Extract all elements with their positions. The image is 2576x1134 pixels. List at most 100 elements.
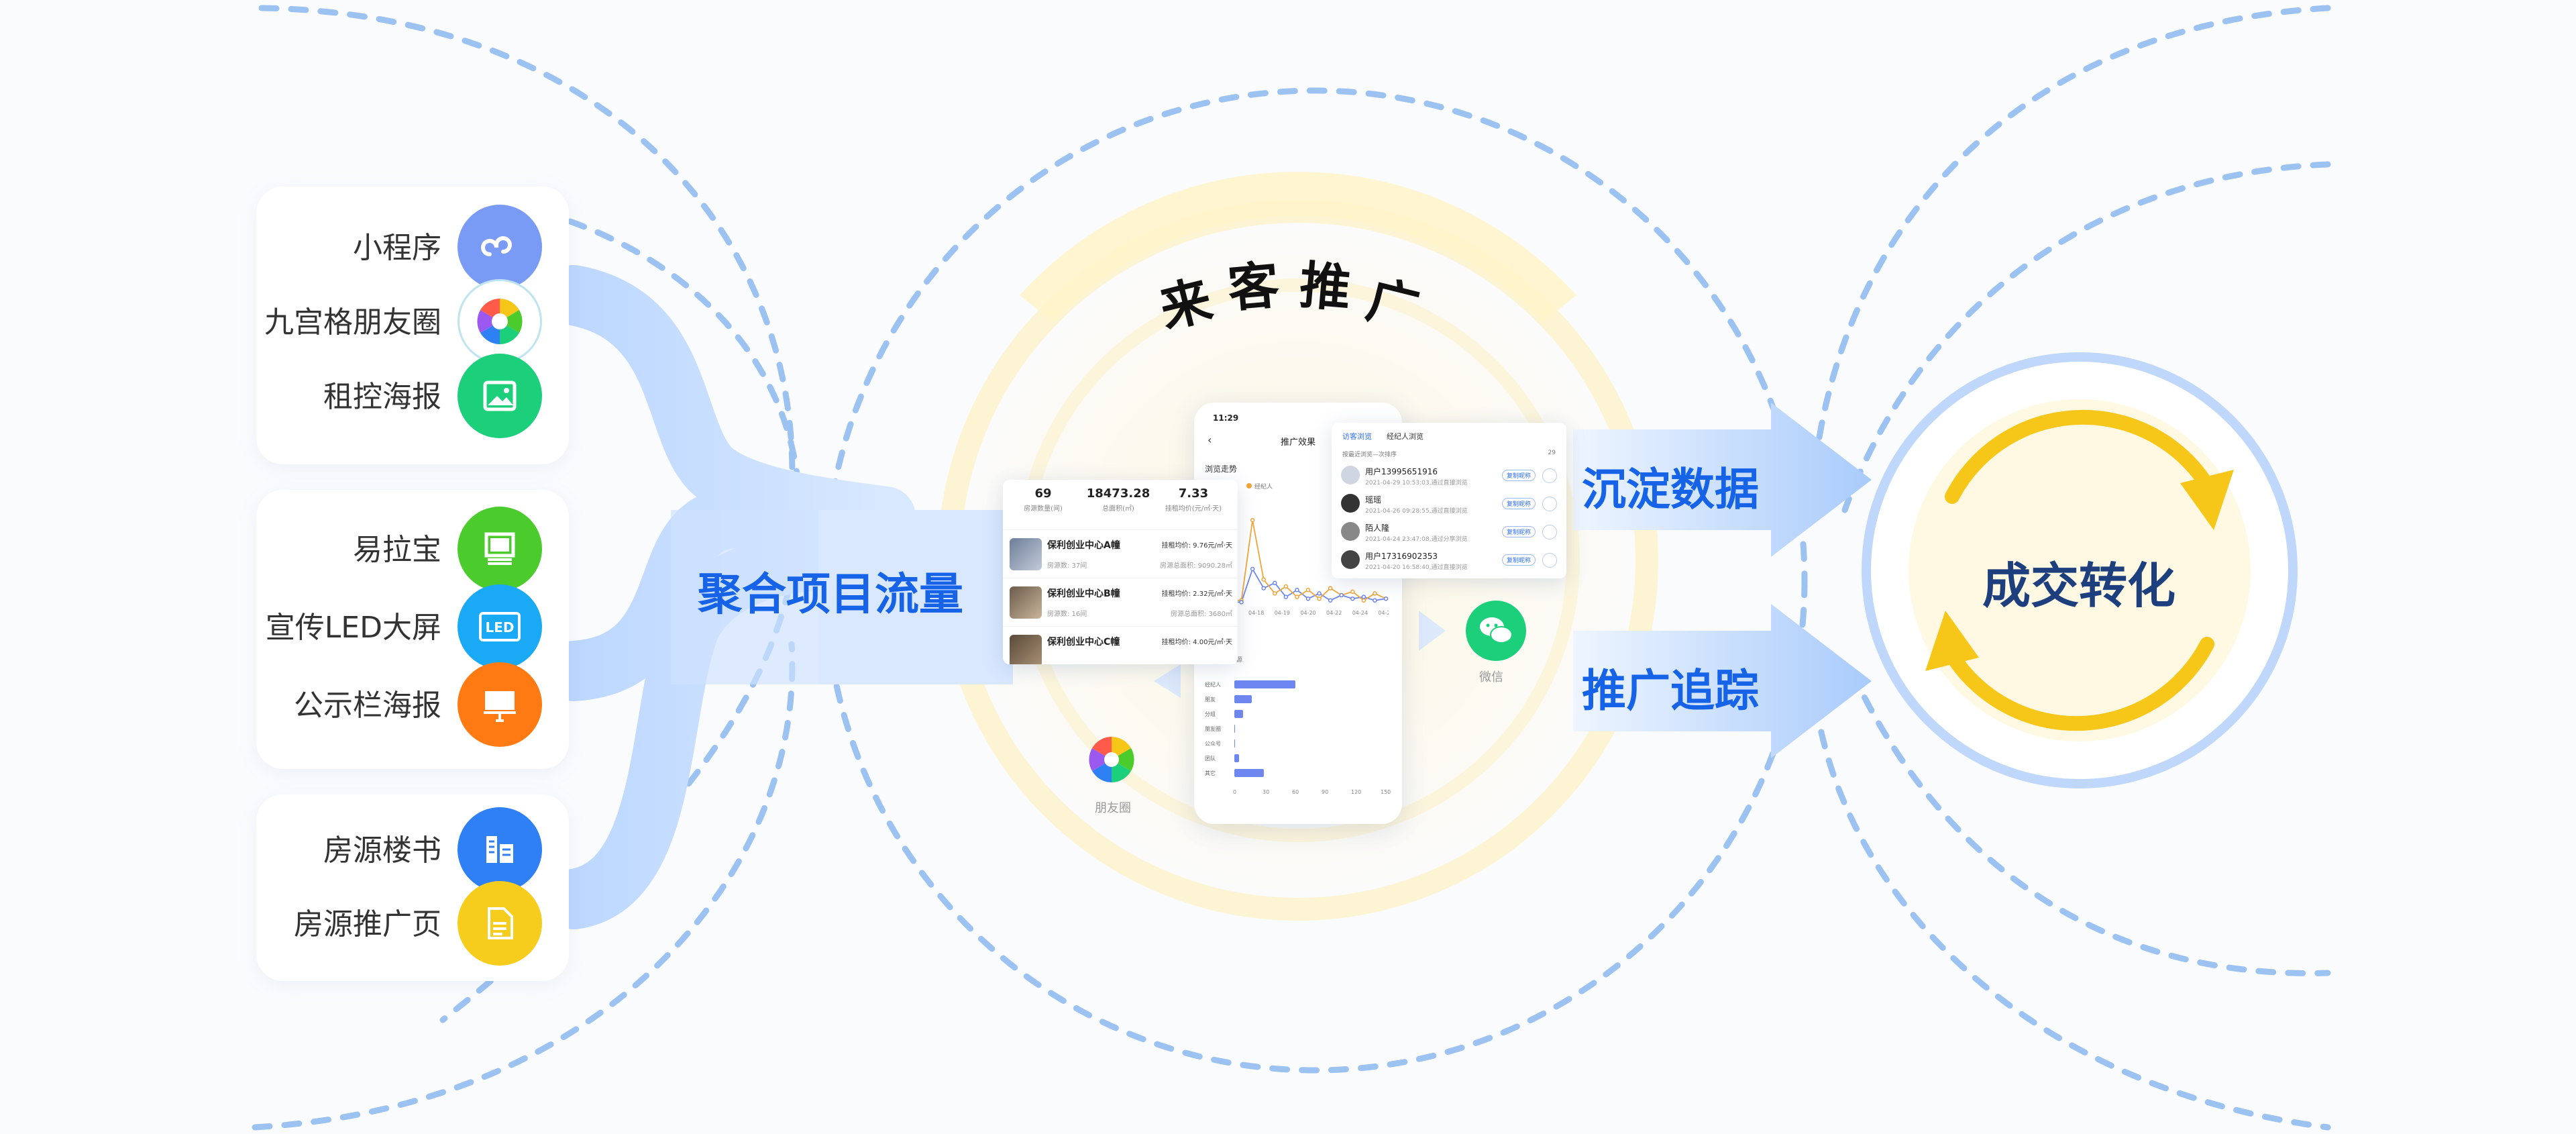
phone-icon[interactable] xyxy=(1542,553,1557,568)
project-item[interactable]: 保利创业中心C幢 挂租均价: 4.00元/㎡·天 xyxy=(1003,626,1238,664)
bar-category-label: 朋友 xyxy=(1205,697,1216,703)
document-page-icon xyxy=(458,881,542,966)
line-point xyxy=(1283,584,1289,589)
bar xyxy=(1234,710,1244,718)
visitor-row[interactable]: 用户17316902353 2021-04-20 16:58:40,通过直接浏览… xyxy=(1332,546,1566,574)
bar xyxy=(1234,754,1240,762)
avatar xyxy=(1341,522,1360,541)
copy-nickname-button[interactable]: 复制昵称 xyxy=(1501,470,1536,481)
deposit-data-label: 沉淀数据 xyxy=(1582,464,1759,515)
title-char: 推 xyxy=(1297,254,1354,319)
line-point xyxy=(1250,566,1255,572)
line-point xyxy=(1328,598,1333,603)
status-time: 11:29 xyxy=(1213,413,1239,423)
line-point xyxy=(1373,598,1377,603)
stat-label: 总面积(㎡) xyxy=(1102,505,1134,513)
project-thumbnail xyxy=(1010,538,1042,570)
channel-row[interactable]: 易拉宝 xyxy=(256,507,569,591)
phone-icon[interactable] xyxy=(1542,497,1557,511)
line-point xyxy=(1273,580,1277,586)
trend-label: 浏览走势 xyxy=(1205,464,1238,474)
channel-row[interactable]: 九宫格朋友圈 xyxy=(256,279,569,364)
back-icon[interactable]: ‹ xyxy=(1208,433,1212,446)
project-area: 房源总面积: 9090.28㎡ xyxy=(1160,562,1232,570)
visitor-time: 2021-04-29 10:53:03,通过直接浏览 xyxy=(1365,480,1468,486)
bar-axis-tick: 0 xyxy=(1233,789,1237,795)
visitor-name: 瑶瑶 xyxy=(1365,495,1382,505)
bar-axis-tick: 120 xyxy=(1351,789,1362,795)
channel-row[interactable]: 小程序 xyxy=(256,205,569,289)
stat-value: 18473.28 xyxy=(1086,486,1150,501)
line-point xyxy=(1317,596,1322,601)
x-tick-label: 04-24 xyxy=(1352,610,1368,616)
line-point xyxy=(1295,595,1299,599)
line-point xyxy=(1305,596,1311,601)
channel-row[interactable]: 房源楼书 xyxy=(256,807,569,892)
line-point xyxy=(1273,591,1277,596)
line-point xyxy=(1239,600,1244,605)
rollup-banner-icon xyxy=(458,507,542,591)
channel-row[interactable]: 公示栏海报 xyxy=(256,662,569,747)
channel-row[interactable]: 租控海报 xyxy=(256,354,569,438)
tab-visitor-browse[interactable]: 访客浏览 xyxy=(1342,432,1372,441)
visitor-count: 29 xyxy=(1548,450,1556,456)
visitor-row[interactable]: 瑶瑶 2021-04-26 09:28:55,通过直接浏览 复制昵称 xyxy=(1332,490,1566,518)
project-price: 挂租均价: 4.00元/㎡·天 xyxy=(1161,639,1232,646)
bar-category-label: 公众号 xyxy=(1205,741,1221,747)
channel-label: 宣传LED大屏 xyxy=(265,611,441,645)
channel-label: 公示栏海报 xyxy=(294,688,441,723)
channel-label: 小程序 xyxy=(353,231,441,265)
wechat-label: 微信 xyxy=(1479,670,1503,684)
stat-value: 7.33 xyxy=(1178,486,1209,501)
image-poster-icon xyxy=(458,354,542,438)
phone-icon[interactable] xyxy=(1542,525,1557,539)
bar-category-label: 团队 xyxy=(1205,756,1216,762)
x-tick-label: 04-18 xyxy=(1248,610,1264,616)
avatar xyxy=(1341,550,1360,569)
x-tick-label: 04-22 xyxy=(1326,610,1342,616)
bar-category-label: 其它 xyxy=(1205,770,1216,776)
bar xyxy=(1234,695,1252,703)
line-point xyxy=(1283,595,1289,599)
channel-card-3: 房源楼书 房源推广页 xyxy=(256,794,569,981)
legend-label: 经纪人 xyxy=(1254,484,1273,491)
visitor-time: 2021-04-20 16:58:40,通过直接浏览 xyxy=(1365,564,1468,571)
line-point xyxy=(1383,596,1389,601)
phone-icon[interactable] xyxy=(1542,468,1557,483)
visitor-list-panel: 访客浏览 经纪人浏览 按最近浏览—次排序 29 用户13995651916 20… xyxy=(1332,423,1566,578)
x-tick-label: 04-19 xyxy=(1275,610,1290,616)
project-name: 保利创业中心A幢 xyxy=(1047,540,1120,551)
channel-row[interactable]: 宣传LED大屏 LED xyxy=(256,584,569,669)
line-point xyxy=(1261,577,1266,582)
copy-nickname-button[interactable]: 复制昵称 xyxy=(1501,526,1536,537)
visitor-name: 用户17316902353 xyxy=(1365,552,1438,561)
moments-label: 朋友圈 xyxy=(1095,801,1131,815)
visitor-name: 用户13995651916 xyxy=(1365,467,1438,476)
project-count: 房源数: 16间 xyxy=(1047,611,1087,618)
project-item[interactable]: 保利创业中心A幢 房源数: 37间 挂租均价: 9.76元/㎡·天 房源总面积:… xyxy=(1003,529,1238,578)
project-price: 挂租均价: 2.32元/㎡·天 xyxy=(1161,590,1232,598)
channel-label: 租控海报 xyxy=(323,380,441,414)
copy-nickname-button[interactable]: 复制昵称 xyxy=(1501,554,1536,566)
project-thumbnail xyxy=(1010,635,1042,664)
line-point xyxy=(1317,591,1322,596)
bar-category-label: 分组 xyxy=(1205,711,1216,717)
visitor-row[interactable]: 陌人隆 2021-04-24 23:47:08,通过分享浏览 复制昵称 xyxy=(1332,518,1566,546)
channel-row[interactable]: 房源推广页 xyxy=(256,881,569,966)
cycle-arrows xyxy=(1938,409,2221,731)
visitor-time: 2021-04-26 09:28:55,通过直接浏览 xyxy=(1365,508,1468,515)
channel-card-2: 易拉宝 宣传LED大屏 LED 公示栏海报 xyxy=(256,490,569,769)
bar-axis-tick: 60 xyxy=(1292,789,1299,795)
project-item[interactable]: 保利创业中心B幢 房源数: 16间 挂租均价: 2.32元/㎡·天 房源总面积:… xyxy=(1003,578,1238,627)
line-point xyxy=(1305,587,1311,592)
building-brochure-icon xyxy=(458,807,542,892)
line-point xyxy=(1350,589,1355,595)
channel-label: 房源楼书 xyxy=(323,833,441,868)
copy-nickname-button[interactable]: 复制昵称 xyxy=(1501,498,1536,509)
visitor-row[interactable]: 用户13995651916 2021-04-29 10:53:03,通过直接浏览… xyxy=(1332,462,1566,490)
tab-agent-browse[interactable]: 经纪人浏览 xyxy=(1387,432,1424,441)
channel-card-1: 小程序 九宫格朋友圈 xyxy=(256,187,569,464)
